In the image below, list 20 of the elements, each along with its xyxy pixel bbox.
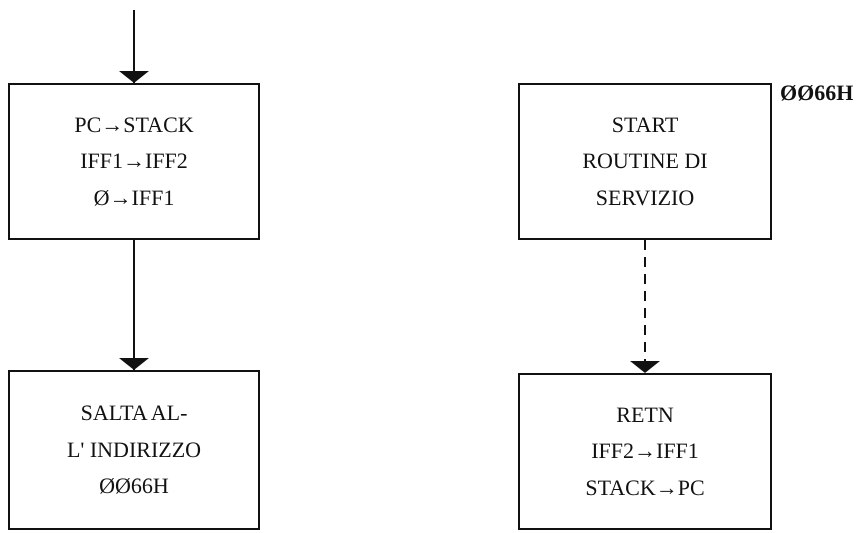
process-box: [518, 373, 772, 530]
box-text: PC→STACK: [74, 112, 194, 138]
arrow: [119, 10, 149, 83]
address-label: ØØ66H: [780, 80, 854, 106]
box-text: IFF1→IFF2: [80, 148, 188, 175]
box-text: START: [612, 112, 678, 138]
arrow: [119, 240, 149, 370]
box-text: IFF2→IFF1: [591, 438, 699, 465]
box-text: SALTA AL-: [80, 400, 188, 427]
arrow: [630, 240, 660, 373]
box-text: ROUTINE DI: [582, 148, 708, 175]
box-text: ØØ66H: [99, 473, 169, 500]
process-box: [8, 83, 260, 240]
box-text: L' INDIRIZZO: [66, 436, 202, 464]
box-text: Ø→IFF1: [94, 184, 174, 212]
box-text: STACK→PC: [585, 474, 705, 502]
process-box: [518, 83, 772, 240]
box-text: SERVIZIO: [596, 184, 694, 212]
box-text: RETN: [616, 402, 674, 428]
process-box: [8, 370, 260, 530]
